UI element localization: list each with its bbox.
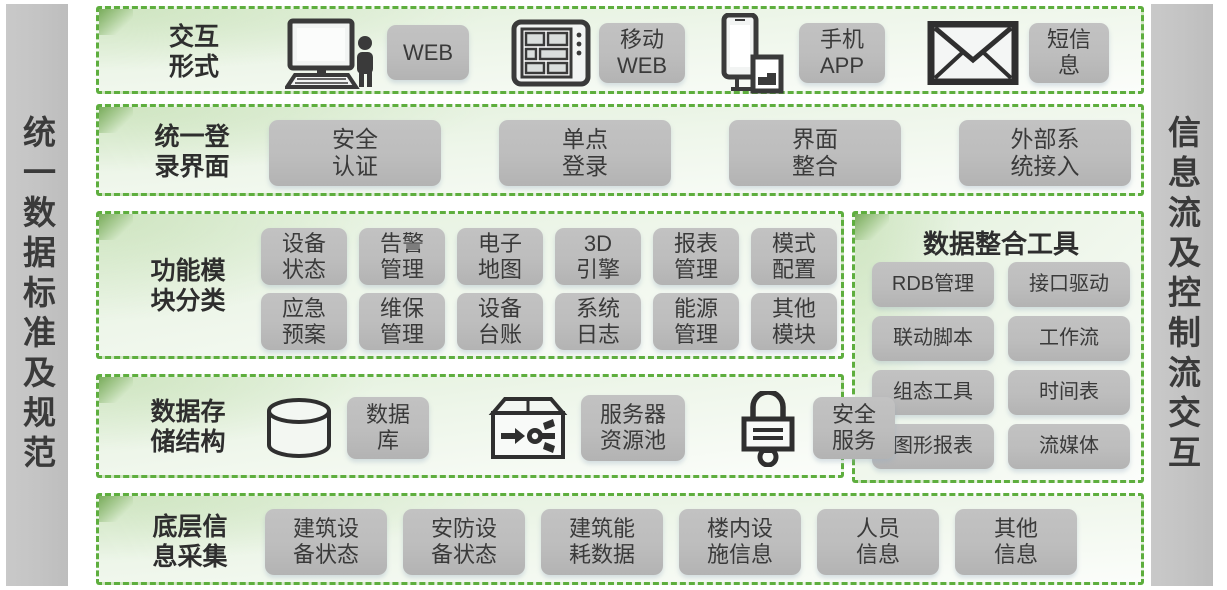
chip-mobile-app[interactable]: 手机 APP xyxy=(799,23,885,83)
mobile-phone-icon xyxy=(711,13,787,95)
chip-indoor-facility-info[interactable]: 楼内设 施信息 xyxy=(679,509,801,575)
chip-mobile-web[interactable]: 移动 WEB xyxy=(599,23,685,83)
chip-security-auth[interactable]: 安全 认证 xyxy=(269,120,441,186)
right-sidebar-label: 信息流及控制流交互 xyxy=(1163,115,1201,475)
chip-server-resource-pool[interactable]: 服务器 资源池 xyxy=(581,395,685,461)
chip-3d-engine[interactable]: 3D 引擎 xyxy=(555,228,641,285)
chip-ui-integration[interactable]: 界面 整合 xyxy=(729,120,901,186)
panel-base-collection: 底层信 息采集 建筑设 备状态 安防设 备状态 建筑能 耗数据 楼内设 施信息 … xyxy=(96,493,1144,585)
chip-building-equipment-status[interactable]: 建筑设 备状态 xyxy=(265,509,387,575)
chip-security-equipment-status[interactable]: 安防设 备状态 xyxy=(403,509,525,575)
database-cylinder-icon xyxy=(263,397,335,461)
chip-device-ledger[interactable]: 设备 台账 xyxy=(457,293,543,350)
left-sidebar-label: 统一数据标准及规范 xyxy=(18,115,56,475)
chip-sms[interactable]: 短信 息 xyxy=(1029,23,1109,83)
chip-electronic-map[interactable]: 电子 地图 xyxy=(457,228,543,285)
panel-interaction: 交互 形式 WEB xyxy=(96,6,1144,94)
chip-system-log[interactable]: 系统 日志 xyxy=(555,293,641,350)
chip-single-sign-on[interactable]: 单点 登录 xyxy=(499,120,671,186)
chip-database[interactable]: 数据 库 xyxy=(347,397,429,459)
chip-alarm-management[interactable]: 告警 管理 xyxy=(359,228,445,285)
desktop-computer-user-icon xyxy=(285,17,379,89)
panel-data-integration-title: 数据整合工具 xyxy=(922,229,1079,259)
chip-security-service[interactable]: 安全 服务 xyxy=(813,397,895,459)
chip-energy-management[interactable]: 能源 管理 xyxy=(653,293,739,350)
chip-workflow[interactable]: 工作流 xyxy=(1008,316,1130,361)
panel-base-collection-label: 底层信 息采集 xyxy=(152,513,228,571)
chip-external-system-access[interactable]: 外部系 统接入 xyxy=(959,120,1131,186)
right-sidebar: 信息流及控制流交互 xyxy=(1151,4,1213,586)
chip-mode-config[interactable]: 模式 配置 xyxy=(751,228,837,285)
chip-maintenance-management[interactable]: 维保 管理 xyxy=(359,293,445,350)
panel-data-storage-label: 数据存 储结构 xyxy=(150,398,226,456)
panel-interaction-label: 交互 形式 xyxy=(168,23,219,81)
chip-other-info[interactable]: 其他 信息 xyxy=(955,509,1077,575)
panel-data-storage: 数据存 储结构 数据 库 xyxy=(96,374,895,478)
panel-unified-login-label: 统一登 录界面 xyxy=(154,123,230,181)
chip-personnel-info[interactable]: 人员 信息 xyxy=(817,509,939,575)
panel-function-modules-label: 功能模 块分类 xyxy=(150,257,226,315)
padlock-icon xyxy=(735,391,801,467)
panel-unified-login: 统一登 录界面 安全 认证 单点 登录 界面 整合 外部系 统接入 xyxy=(96,104,1144,196)
chip-building-energy-data[interactable]: 建筑能 耗数据 xyxy=(541,509,663,575)
chip-rdb-management[interactable]: RDB管理 xyxy=(872,262,994,307)
server-resource-pool-icon xyxy=(487,395,569,463)
chip-device-status[interactable]: 设备 状态 xyxy=(261,228,347,285)
left-sidebar: 统一数据标准及规范 xyxy=(6,4,68,586)
chip-interface-driver[interactable]: 接口驱动 xyxy=(1008,262,1130,307)
panel-function-modules: 功能模 块分类 设备 状态 告警 管理 电子 地图 3D 引擎 报表 管理 模式… xyxy=(96,211,844,359)
panel-data-integration-tools: 数据整合工具 RDB管理 接口驱动 联动脚本 工作流 组态工具 时间表 图形报表… xyxy=(852,211,1144,483)
envelope-icon xyxy=(927,21,1019,85)
chip-emergency-plan[interactable]: 应急 预案 xyxy=(261,293,347,350)
chip-web[interactable]: WEB xyxy=(387,25,469,80)
chip-other-modules[interactable]: 其他 模块 xyxy=(751,293,837,350)
chip-report-management[interactable]: 报表 管理 xyxy=(653,228,739,285)
chip-streaming-media[interactable]: 流媒体 xyxy=(1008,424,1130,469)
tablet-icon xyxy=(511,19,591,87)
chip-timetable[interactable]: 时间表 xyxy=(1008,370,1130,415)
chip-linkage-script[interactable]: 联动脚本 xyxy=(872,316,994,361)
